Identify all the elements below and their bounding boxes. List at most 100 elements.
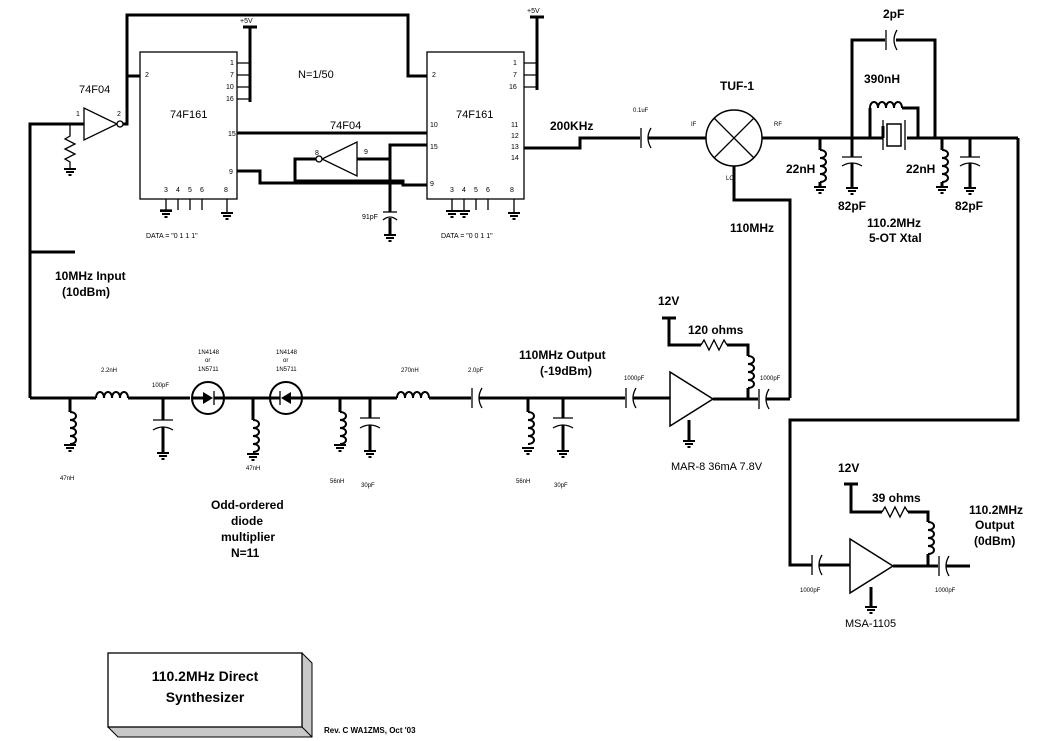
xtal-c-82pf-left: 82pF (838, 199, 866, 213)
mixer-name: TUF-1 (720, 79, 754, 93)
if-cap-label: 0.1uF (633, 108, 649, 114)
inverter-in-label: 74F04 (79, 84, 110, 96)
inverter-in-pin-2: 2 (117, 111, 121, 118)
title-block: 110.2MHz Direct Synthesizer Rev. C WA1ZM… (107, 652, 416, 738)
lo-freq-label: 110MHz (730, 221, 774, 235)
mixer-section: 200KHz 0.1uF TUF-1 IF RF LO 110MHz 2pF (524, 7, 1020, 567)
mult-c-shunt-a: 30pF (361, 483, 375, 489)
u1-pin-1: 1 (230, 60, 234, 67)
amp1-output-label-2: (-19dBm) (540, 364, 592, 378)
amp1-supply: 12V (658, 294, 679, 308)
mult-c-series-out: 2.0pF (468, 368, 484, 374)
if-freq-label: 200KHz (550, 119, 593, 133)
amp1-c-out: 1000pF (760, 376, 781, 382)
mult-caption-3: multiplier (221, 530, 275, 544)
xtal-l-22nh-right: 22nH (906, 162, 935, 176)
u1-pin-6: 6 (200, 187, 204, 194)
u1-pin-8: 8 (224, 187, 228, 194)
u1-pin-3: 3 (164, 187, 168, 194)
mult-l-series-in: 2.2nH (101, 368, 117, 374)
inverter-fb-pin-8: 8 (315, 150, 319, 157)
mult-l-shunt-a: 56nH (330, 479, 344, 485)
supply-5v-u2: +5V (527, 8, 540, 15)
u2-pin-7: 7 (513, 72, 517, 79)
u1-pin-4: 4 (176, 187, 180, 194)
u2-pin-8: 8 (510, 187, 514, 194)
diode-1-alt: 1N5711 (198, 367, 219, 373)
crystal-symbol (886, 123, 902, 147)
amp2-output-label-3: (0dBm) (974, 534, 1015, 548)
mult-caption-2: diode (231, 514, 263, 528)
divider-section: 74F161 74F161 2 15 9 1 7 10 16 3 4 5 6 8… (28, 8, 544, 398)
xtal-type-label: 5-OT Xtal (869, 231, 922, 245)
inverter-fb-label: 74F04 (330, 120, 361, 132)
diode-1-or: or (205, 358, 210, 364)
mixer-port-if: IF (691, 122, 697, 128)
mult-caption-4: N=11 (231, 546, 260, 560)
mult-c-shunt-b: 30pF (554, 483, 568, 489)
amp2-supply: 12V (838, 461, 859, 475)
amp2-part: MSA-1105 (845, 618, 896, 630)
u1-data-label: DATA = "0 1 1 1" (146, 233, 198, 240)
mult-l-shunt-mid: 47nH (246, 466, 260, 472)
u2-pin-10: 10 (430, 122, 438, 129)
mult-c-shunt: 100pF (152, 383, 169, 389)
inverter-fb-symbol (320, 140, 358, 178)
amp1-c-in: 1000pF (624, 376, 645, 382)
u1-pin-9: 9 (229, 169, 233, 176)
u2-pin-13: 13 (511, 144, 519, 151)
supply-5v-u1: +5V (240, 18, 253, 25)
diode-2-alt: 1N5711 (276, 367, 297, 373)
u1-pin-15: 15 (228, 131, 236, 138)
amp2-c-out: 1000pF (935, 588, 956, 594)
amp1-symbol (669, 370, 715, 428)
mult-l-shunt-in: 47nH (60, 476, 74, 482)
u2-pin-6: 6 (486, 187, 490, 194)
xtal-freq-label: 110.2MHz (867, 216, 921, 230)
u2-data-label: DATA = "0 0 1 1" (441, 233, 493, 240)
title-line-1: 110.2MHz Direct (152, 668, 259, 684)
inverter-in-symbol (83, 106, 119, 142)
xtal-l-22nh-left: 22nH (786, 162, 815, 176)
u1-pin-5: 5 (188, 187, 192, 194)
divide-ratio-label: N=1/50 (298, 69, 334, 81)
input-label-line2: (10dBm) (62, 285, 110, 299)
u2-pin-12: 12 (511, 133, 519, 140)
amp2-bias-resistor: 39 ohms (872, 491, 921, 505)
u2-pin-16: 16 (509, 84, 517, 91)
mult-l-series-out: 270nH (401, 368, 419, 374)
inverter-fb-pin-9: 9 (364, 149, 368, 156)
diode-1-part: 1N4148 (198, 350, 220, 356)
diode-2-or: or (283, 358, 288, 364)
u1-pin-10: 10 (226, 84, 234, 91)
amp2-c-in: 1000pF (800, 588, 821, 594)
mixer-port-rf: RF (774, 122, 782, 128)
u1-pin-16: 16 (226, 96, 234, 103)
amp1-section: 110MHz Output (-19dBm) 1000pF MAR-8 36mA… (519, 294, 790, 473)
counter-ic-u1-label: 74F161 (170, 109, 207, 121)
u2-pin-15: 15 (430, 144, 438, 151)
mixer-port-lo: LO (726, 176, 734, 182)
revision-label: Rev. C WA1ZMS, Oct '03 (324, 726, 416, 735)
counter-ic-u2-label: 74F161 (456, 109, 493, 121)
u1-pin-2: 2 (145, 72, 149, 79)
amp1-part: MAR-8 36mA 7.8V (671, 461, 763, 473)
u2-pin-1: 1 (513, 60, 517, 67)
diode-2-part: 1N4148 (276, 350, 298, 356)
mult-caption-1: Odd-ordered (211, 498, 284, 512)
xtal-cap-2pf: 2pF (883, 7, 904, 21)
amp2-output-label-1: 110.2MHz (969, 503, 1023, 517)
xtal-c-82pf-right: 82pF (955, 199, 983, 213)
input-label-line1: 10MHz Input (55, 269, 126, 283)
u1-pin-7: 7 (230, 72, 234, 79)
mult-l-shunt-b: 56nH (516, 479, 530, 485)
xtal-l-390nh: 390nH (864, 72, 900, 86)
counter-ic-u1 (139, 51, 238, 200)
counter-ic-u2 (426, 51, 525, 200)
title-line-2: Synthesizer (166, 689, 245, 705)
u2-pin-2: 2 (432, 72, 436, 79)
amp1-output-label-1: 110MHz Output (519, 348, 606, 362)
amp2-section: 1000pF MSA-1105 1000pF 12V 39 ohms 110.2… (800, 461, 1023, 630)
amp2-symbol (849, 537, 895, 595)
u2-pin-14: 14 (511, 155, 519, 162)
